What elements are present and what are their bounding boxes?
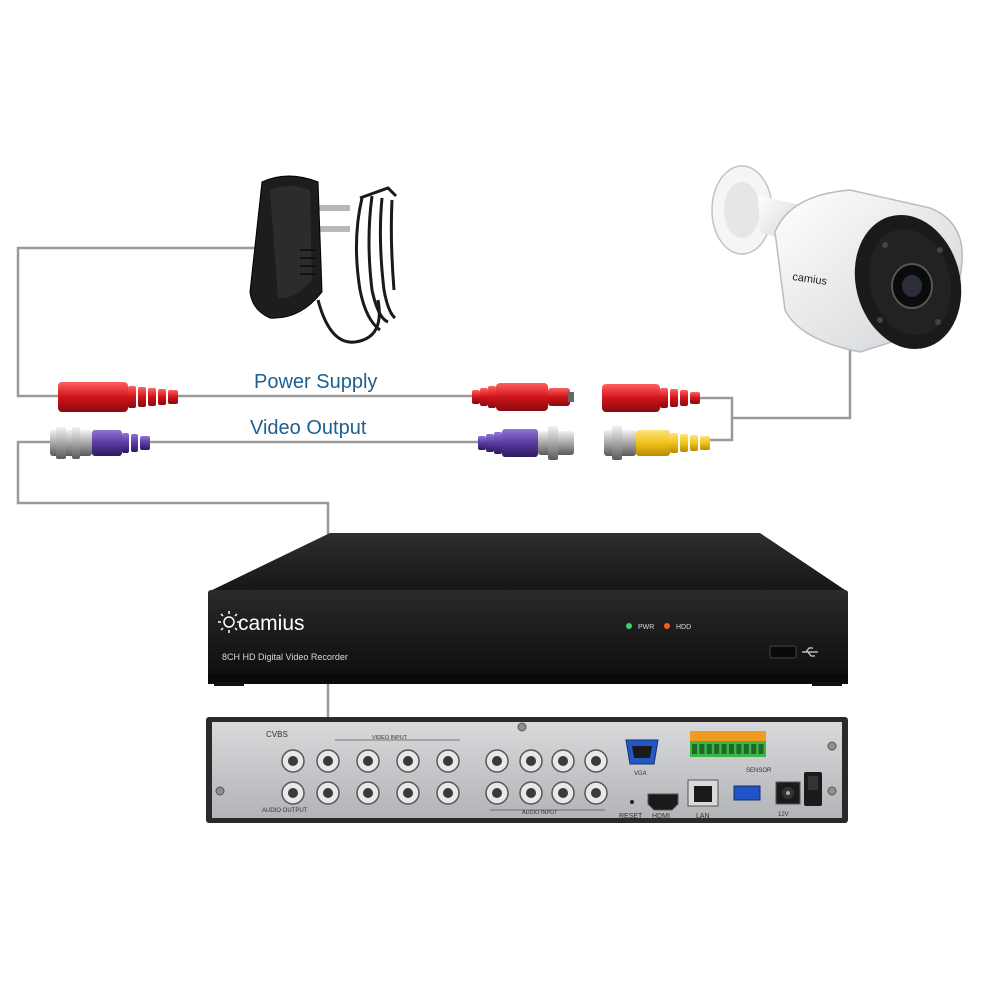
bnc-port-center <box>492 756 502 766</box>
bnc-connector-icon <box>478 426 574 460</box>
power-rating-label: 12V <box>778 812 789 818</box>
lan-port <box>687 779 719 807</box>
dc-power-connector-icon <box>602 384 700 412</box>
bnc-port-center <box>526 788 536 798</box>
sensor-pin <box>729 744 734 754</box>
dvr-front <box>208 533 848 686</box>
camera-brand: camius <box>792 271 829 288</box>
audio-output-label: AUDIO OUTPUT <box>262 808 308 814</box>
usb-icon <box>802 647 818 657</box>
power-supply-label: Power Supply <box>254 371 377 393</box>
led-hdd-label: HDD <box>676 624 691 631</box>
camera-power-pigtail <box>700 396 734 442</box>
bnc-connector-icon <box>604 426 710 460</box>
bnc-port-center <box>558 756 568 766</box>
sensor-pin <box>758 744 764 754</box>
vga-label: VGA <box>634 771 647 777</box>
bnc-port-center <box>558 788 568 798</box>
hdmi-label: HDMI <box>652 813 670 820</box>
vga-port <box>625 739 659 765</box>
sensor-pin <box>692 744 697 754</box>
wires <box>16 246 852 742</box>
reset-pin <box>630 800 634 804</box>
camera <box>711 165 963 353</box>
usb-port <box>733 785 761 801</box>
sensor-pin <box>736 744 742 754</box>
dc-power-jack <box>775 781 801 805</box>
dvr-model-text: 8CH HD Digital Video Recorder <box>222 652 348 662</box>
bnc-port-center <box>591 788 601 798</box>
sensor-terminal-block <box>690 731 766 757</box>
bnc-port-center <box>363 788 373 798</box>
sensor-pin <box>751 744 757 754</box>
audio-input-label: AUDIO INPUT <box>522 810 558 816</box>
sensor-pin <box>743 744 749 754</box>
dc-power-connector-icon <box>58 382 178 412</box>
bnc-port-center <box>323 788 333 798</box>
dvr-brand: camius <box>238 612 305 635</box>
bnc-port-center <box>323 756 333 766</box>
sensor-pin <box>721 744 727 754</box>
bnc-port-center <box>403 756 413 766</box>
sensor-pin <box>706 744 712 754</box>
camera-cable <box>732 330 852 420</box>
dvr-brand-logo <box>218 611 240 633</box>
bnc-port-center <box>591 756 601 766</box>
bnc-port-center <box>363 756 373 766</box>
lan-label: LAN <box>696 813 710 820</box>
bnc-port-center <box>492 788 502 798</box>
power-wire-left <box>16 246 258 398</box>
power-switch <box>804 772 822 806</box>
bnc-port-center <box>443 788 453 798</box>
bnc-port-center <box>403 788 413 798</box>
bnc-port-center <box>526 756 536 766</box>
video-input-label: VIDEO INPUT <box>372 735 408 741</box>
led-pwr-label: PWR <box>638 624 654 631</box>
sensor-pin <box>699 744 705 754</box>
sensor-pin <box>714 744 720 754</box>
bnc-ports <box>281 749 608 805</box>
video-output-label: Video Output <box>250 417 367 439</box>
dc-power-connector-icon <box>472 383 574 411</box>
reset-label: RESET <box>619 813 643 820</box>
sensor-label: SENSOR <box>746 768 772 774</box>
cvbs-label: CVBS <box>266 730 288 739</box>
hdmi-port <box>647 793 679 811</box>
bnc-port-center <box>288 756 298 766</box>
power-adapter-icon <box>249 175 398 344</box>
bnc-port-center <box>288 788 298 798</box>
bnc-connector-icon <box>50 427 150 459</box>
bnc-port-center <box>443 756 453 766</box>
